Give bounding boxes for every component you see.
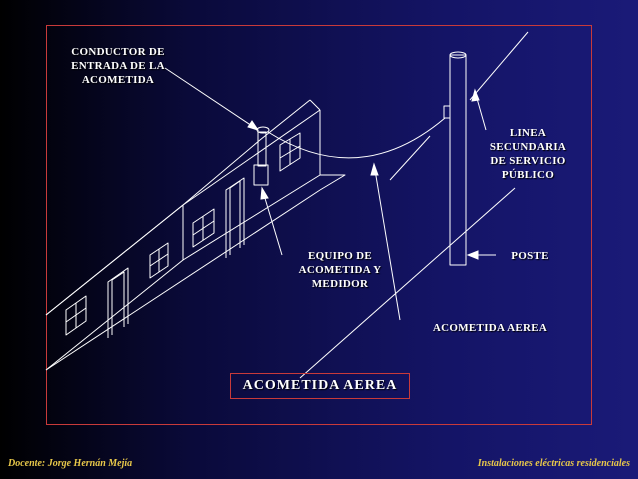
- house-far-section: [182, 110, 321, 261]
- door-left: [107, 267, 129, 338]
- pole-guide-line: [469, 31, 529, 101]
- ground-line: [299, 187, 516, 379]
- label-conductor: CONDUCTOR DE ENTRADA DE LA ACOMETIDA: [71, 46, 165, 86]
- diagram-title: ACOMETIDA AEREA: [230, 373, 410, 399]
- service-mast: [257, 131, 267, 167]
- arrow-acometida: [374, 169, 401, 321]
- house-top-ridge: [309, 99, 321, 111]
- label-poste: POSTE: [511, 250, 549, 262]
- service-drop-cable: [267, 117, 446, 159]
- label-acometida: ACOMETIDA AEREA: [432, 322, 548, 334]
- arrow-conductor: [164, 67, 256, 129]
- pole: [449, 54, 467, 266]
- window-far: [192, 208, 215, 248]
- house-roof-edge: [45, 99, 311, 316]
- house-eave: [182, 109, 321, 206]
- footer-course: Instalaciones eléctricas residenciales: [477, 458, 630, 469]
- meter-box: [253, 164, 269, 186]
- arrow-linea: [475, 94, 487, 131]
- house-front-face: [45, 204, 184, 371]
- house-step: [319, 174, 346, 191]
- arrow-equipo: [263, 194, 283, 256]
- label-linea: LINEA SECUNDARIA DE SERVICIO PÚBLICO: [489, 127, 567, 181]
- label-equipo: EQUIPO DE ACOMETIDA Y MEDIDOR: [298, 250, 382, 290]
- pole-top: [449, 51, 467, 59]
- footer-author: Docente: Jorge Hernán Mejía: [8, 458, 133, 469]
- window-left: [65, 295, 87, 336]
- window-top: [279, 132, 301, 172]
- pole-bracket: [443, 105, 451, 119]
- diagram-frame: [46, 25, 592, 425]
- window-mid: [149, 242, 169, 279]
- house-base: [45, 189, 321, 371]
- service-line-short: [389, 135, 431, 181]
